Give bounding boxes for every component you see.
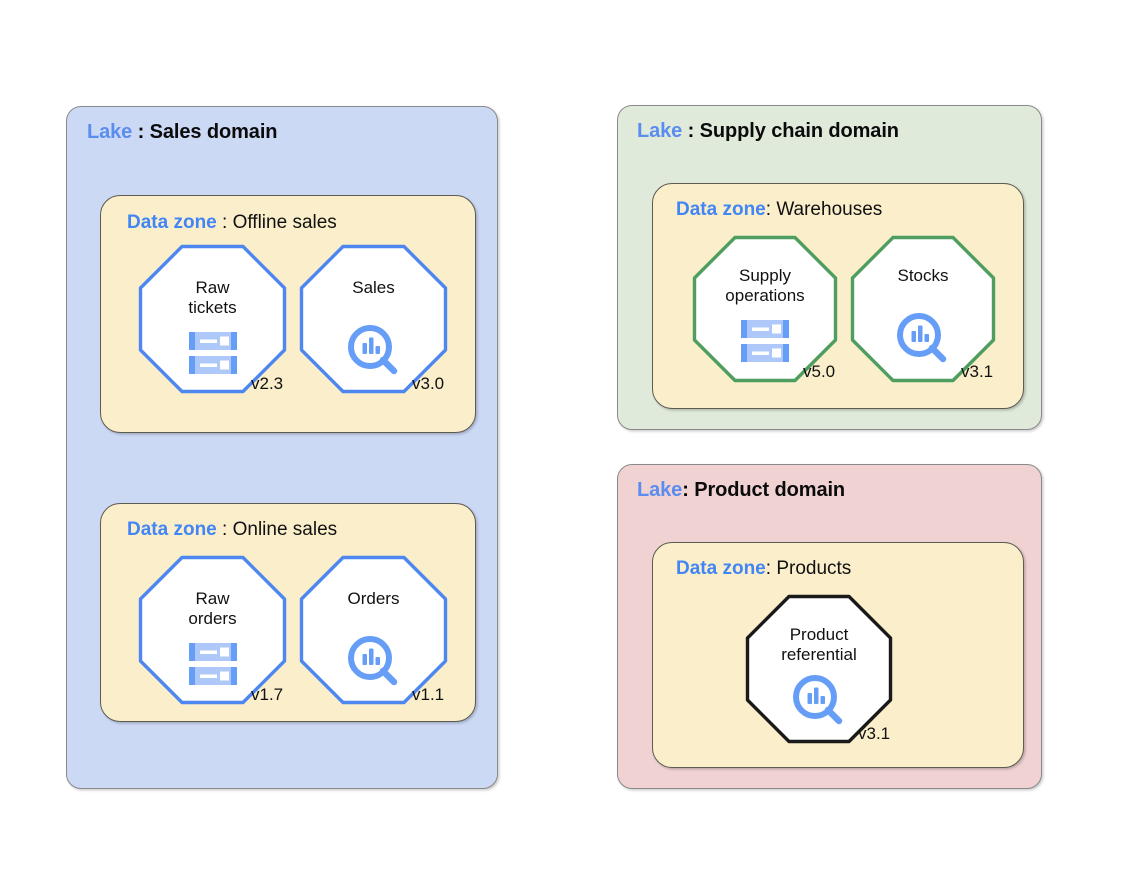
asset-node-sales[interactable]: Sales v3.0 bbox=[299, 244, 448, 394]
octagon-shape bbox=[692, 235, 838, 383]
octagon-shape bbox=[138, 244, 287, 394]
data-zone-name: Online sales bbox=[232, 519, 338, 540]
lake-keyword: Lake bbox=[637, 479, 683, 501]
lake-keyword: Lake bbox=[87, 121, 133, 143]
asset-node-supply-operations[interactable]: Supply operations v5.0 bbox=[692, 235, 838, 383]
data-zone-name: Products bbox=[776, 558, 852, 579]
data-zone-keyword: Data zone bbox=[127, 212, 217, 233]
lake-title-product-domain: Lake: Product domain bbox=[637, 479, 845, 502]
data-zone-title-products: Data zone: Products bbox=[676, 558, 851, 580]
lake-separator: : bbox=[682, 120, 700, 142]
octagon-shape bbox=[745, 594, 893, 744]
asset-node-raw-orders[interactable]: Raw orders v1.7 bbox=[138, 555, 287, 705]
data-zone-title-offline-sales: Data zone : Offline sales bbox=[127, 212, 337, 234]
asset-node-stocks[interactable]: Stocks v3.1 bbox=[850, 235, 996, 383]
lake-title-sales-domain: Lake : Sales domain bbox=[87, 121, 278, 144]
data-zone-name: Warehouses bbox=[776, 199, 883, 220]
asset-node-raw-tickets[interactable]: Raw tickets v2.3 bbox=[138, 244, 287, 394]
data-zone-separator: : bbox=[765, 199, 777, 220]
octagon-shape bbox=[299, 244, 448, 394]
data-zone-title-warehouses: Data zone: Warehouses bbox=[676, 199, 882, 221]
lake-name: Product domain bbox=[694, 479, 846, 501]
data-zone-separator: : bbox=[765, 558, 777, 579]
asset-node-product-referential[interactable]: Product referential v3.1 bbox=[745, 594, 893, 744]
octagon-shape bbox=[850, 235, 996, 383]
lake-title-supply-chain-domain: Lake : Supply chain domain bbox=[637, 120, 899, 143]
lake-separator: : bbox=[132, 121, 150, 143]
data-zone-title-online-sales: Data zone : Online sales bbox=[127, 519, 337, 541]
lake-separator: : bbox=[682, 479, 695, 501]
data-zone-keyword: Data zone bbox=[676, 199, 766, 220]
data-zone-separator: : bbox=[216, 519, 233, 540]
lake-name: Sales domain bbox=[149, 121, 278, 143]
data-zone-separator: : bbox=[216, 212, 233, 233]
data-zone-name: Offline sales bbox=[232, 212, 337, 233]
data-zone-keyword: Data zone bbox=[127, 519, 217, 540]
lake-name: Supply chain domain bbox=[699, 120, 899, 142]
octagon-shape bbox=[138, 555, 287, 705]
octagon-shape bbox=[299, 555, 448, 705]
data-zone-keyword: Data zone bbox=[676, 558, 766, 579]
lake-keyword: Lake bbox=[637, 120, 683, 142]
asset-node-orders[interactable]: Orders v1.1 bbox=[299, 555, 448, 705]
